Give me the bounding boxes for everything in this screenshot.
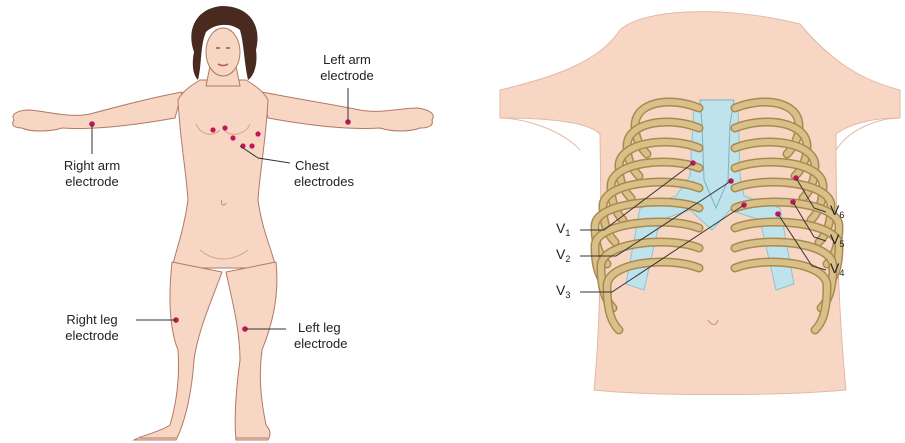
v6-label: V6 [830,202,844,220]
left-leg [226,262,277,440]
right-arm [13,92,182,131]
v1-label: V1 [556,220,570,238]
right-leg [134,262,222,440]
v2-label: V2 [556,246,570,264]
v4-label: V4 [830,260,844,278]
v5-label: V5 [830,231,844,249]
v3-label: V3 [556,282,570,300]
face [206,28,240,76]
torso [172,80,276,268]
